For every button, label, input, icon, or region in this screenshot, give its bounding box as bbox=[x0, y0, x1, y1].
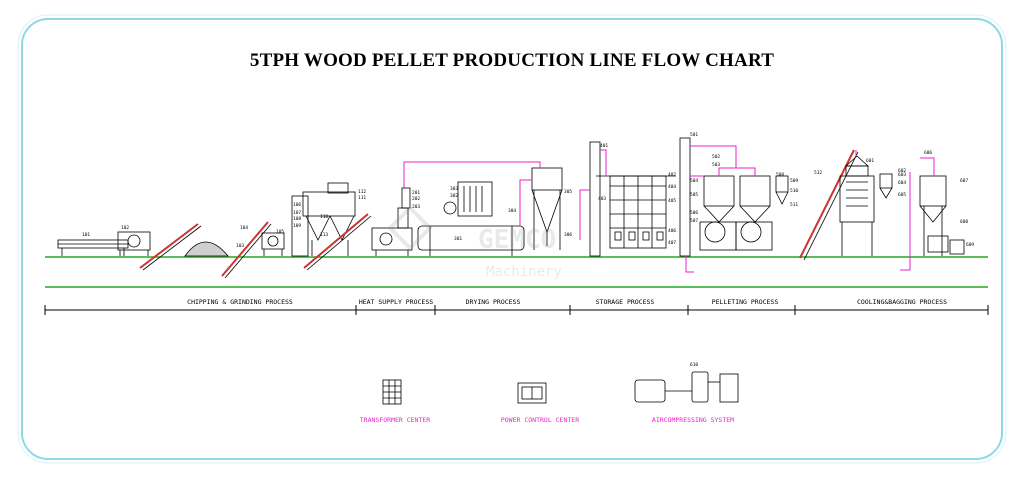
drying-equipment bbox=[417, 167, 563, 256]
label-111: 111 bbox=[358, 195, 366, 201]
heat-supply-equipment bbox=[371, 187, 413, 256]
pelleting-ducts bbox=[685, 145, 756, 273]
label-302: 302 bbox=[450, 193, 458, 199]
label-510: 510 bbox=[790, 188, 798, 194]
label-105: 105 bbox=[276, 229, 284, 235]
label-108: 108 bbox=[293, 216, 301, 222]
label-502: 502 bbox=[712, 154, 720, 160]
storage-ducts bbox=[579, 149, 607, 240]
label-604: 604 bbox=[898, 180, 906, 186]
outer-border bbox=[21, 18, 1003, 460]
label-306: 306 bbox=[564, 232, 572, 238]
label-601: 601 bbox=[866, 158, 874, 164]
process-label-storage: STORAGE PROCESS bbox=[596, 298, 655, 306]
cooling-equipment bbox=[799, 149, 965, 261]
chipping-equipment bbox=[57, 182, 372, 279]
pelleting-equipment bbox=[679, 137, 789, 257]
process-label-drying: DRYING PROCESS bbox=[466, 298, 521, 306]
transformer-icon bbox=[382, 379, 402, 405]
label-607: 607 bbox=[960, 178, 968, 184]
label-304: 304 bbox=[508, 208, 516, 214]
label-503: 503 bbox=[712, 162, 720, 168]
label-512: 512 bbox=[814, 170, 822, 176]
label-609: 609 bbox=[966, 242, 974, 248]
process-label-cooling: COOLING&BAGGING PROCESS bbox=[857, 298, 947, 306]
process-label-heat: HEAT SUPPLY PROCESS bbox=[359, 298, 433, 306]
label-303: 303 bbox=[450, 186, 458, 192]
label-109: 109 bbox=[293, 223, 301, 229]
label-104: 104 bbox=[240, 225, 248, 231]
label-602: 602 bbox=[898, 168, 906, 174]
label-110: 110 bbox=[320, 214, 328, 220]
label-501: 501 bbox=[690, 132, 698, 138]
power-control-icon bbox=[517, 382, 547, 404]
label-605: 605 bbox=[898, 192, 906, 198]
label-102: 102 bbox=[121, 225, 129, 231]
aux-label-transformer: TRANSFORMER CENTER bbox=[360, 416, 431, 424]
label-606: 606 bbox=[924, 150, 932, 156]
process-label-chipping: CHIPPING & GRINDING PROCESS bbox=[187, 298, 293, 306]
watermark: GEMCO Machinery bbox=[387, 205, 562, 280]
label-202: 202 bbox=[412, 196, 420, 202]
label-201: 201 bbox=[412, 190, 420, 196]
aircompressor-icon bbox=[634, 371, 739, 403]
label-608: 608 bbox=[960, 219, 968, 225]
inner-border bbox=[17, 14, 1007, 464]
process-label-pelleting: PELLETING PROCESS bbox=[712, 298, 779, 306]
label-406: 406 bbox=[668, 228, 676, 234]
label-305: 305 bbox=[564, 189, 572, 195]
label-507: 507 bbox=[690, 218, 698, 224]
label-403: 403 bbox=[598, 196, 606, 202]
label-401: 401 bbox=[600, 143, 608, 149]
aux-label-aircompressing: AIRCOMPRESSING SYSTEM bbox=[652, 416, 734, 424]
label-506: 506 bbox=[690, 210, 698, 216]
label-504: 504 bbox=[690, 178, 698, 184]
cooling-ducts bbox=[855, 150, 935, 271]
aux-label-power-control: POWER CONTROL CENTER bbox=[501, 416, 579, 424]
drying-ducts bbox=[403, 161, 541, 226]
label-103: 103 bbox=[236, 243, 244, 249]
label-106: 106 bbox=[293, 202, 301, 208]
label-407: 407 bbox=[668, 240, 676, 246]
label-511: 511 bbox=[790, 202, 798, 208]
label-505: 505 bbox=[690, 192, 698, 198]
label-107: 107 bbox=[293, 210, 301, 216]
label-301: 301 bbox=[454, 236, 462, 242]
label-203: 203 bbox=[412, 204, 420, 210]
label-603: 603 bbox=[898, 172, 906, 178]
label-402: 402 bbox=[668, 172, 676, 178]
label-404: 404 bbox=[668, 184, 676, 190]
watermark-logo-icon bbox=[387, 205, 433, 251]
label-610: 610 bbox=[690, 362, 698, 368]
watermark-sub: Machinery bbox=[486, 264, 562, 280]
label-509: 509 bbox=[790, 178, 798, 184]
label-101: 101 bbox=[82, 232, 90, 238]
watermark-brand: GEMCO bbox=[478, 225, 556, 255]
chart-title: 5TPH WOOD PELLET PRODUCTION LINE FLOW CH… bbox=[249, 50, 775, 71]
label-113: 113 bbox=[320, 232, 328, 238]
label-112: 112 bbox=[358, 189, 366, 195]
storage-equipment bbox=[589, 141, 676, 257]
label-508: 508 bbox=[776, 172, 784, 178]
process-axis bbox=[44, 305, 989, 315]
label-405: 405 bbox=[668, 198, 676, 204]
